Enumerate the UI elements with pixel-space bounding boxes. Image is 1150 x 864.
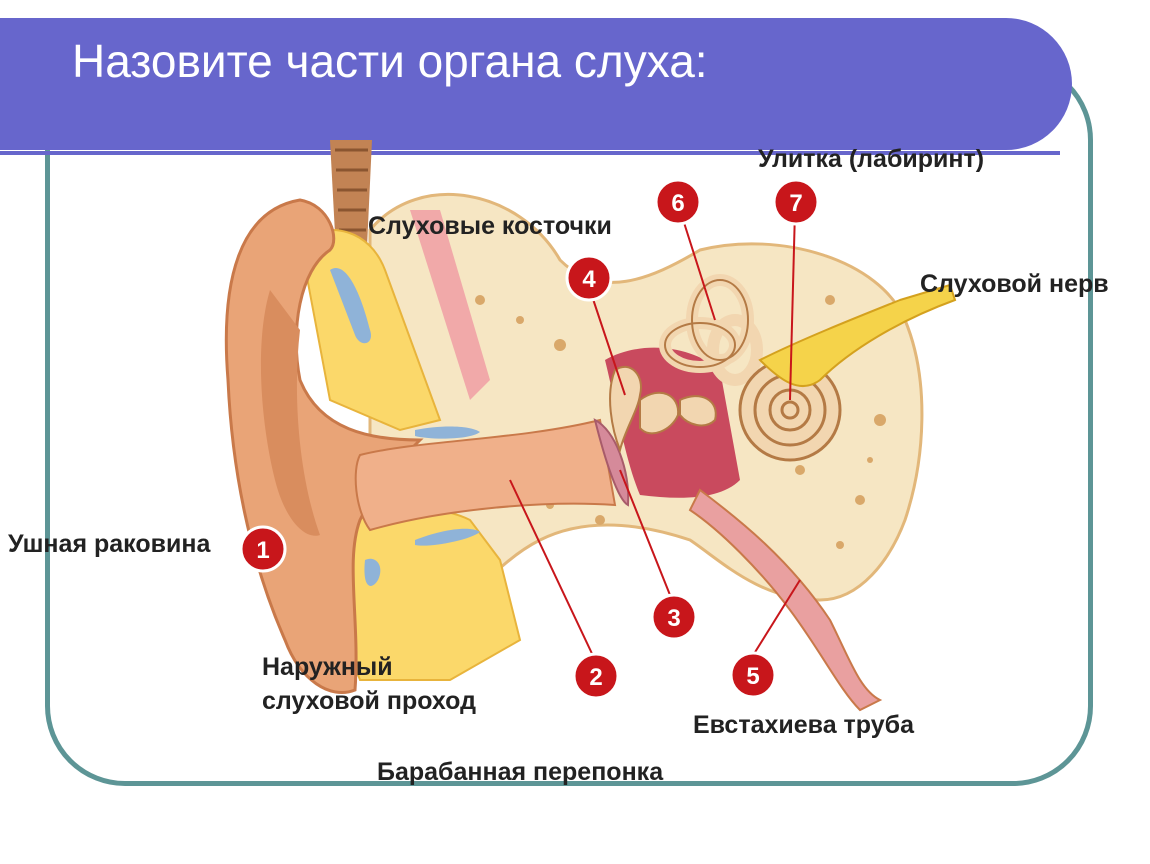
svg-text:3: 3 — [667, 605, 680, 632]
label-canal-line1: Наружный — [262, 653, 393, 681]
marker-3: 3 — [650, 593, 698, 641]
label-ossicles: Слуховые косточки — [368, 212, 612, 240]
label-nerve: Слуховой нерв — [920, 270, 1109, 298]
marker-4: 4 — [565, 254, 613, 302]
title-bar — [0, 18, 1072, 150]
svg-text:7: 7 — [789, 190, 802, 217]
svg-text:4: 4 — [582, 266, 596, 293]
marker-6: 6 — [654, 178, 702, 226]
eustachian-tube — [688, 488, 883, 712]
svg-text:1: 1 — [256, 537, 269, 564]
svg-text:6: 6 — [671, 190, 684, 217]
label-canal-line2: слуховой проход — [262, 687, 476, 715]
marker-2: 2 — [572, 652, 620, 700]
svg-text:5: 5 — [746, 663, 759, 690]
ear-canal — [354, 418, 617, 532]
slide-title: Назовите части органа слуха: — [72, 35, 708, 87]
label-eardrum: Барабанная перепонка — [377, 758, 664, 786]
ossicles — [609, 365, 717, 454]
marker-5: 5 — [729, 651, 777, 699]
svg-text:2: 2 — [589, 664, 602, 691]
auditory-nerve — [758, 283, 957, 387]
label-auricle: Ушная раковина — [8, 530, 211, 558]
leader-lines — [509, 209, 801, 661]
eardrum — [593, 418, 630, 507]
marker-7: 7 — [772, 178, 820, 226]
label-cochlea: Улитка (лабиринт) — [758, 145, 985, 173]
title-underline — [0, 151, 1060, 155]
skin-lining — [410, 210, 490, 400]
marker-1: 1 — [239, 525, 287, 573]
label-eustachian: Евстахиева труба — [693, 711, 914, 739]
